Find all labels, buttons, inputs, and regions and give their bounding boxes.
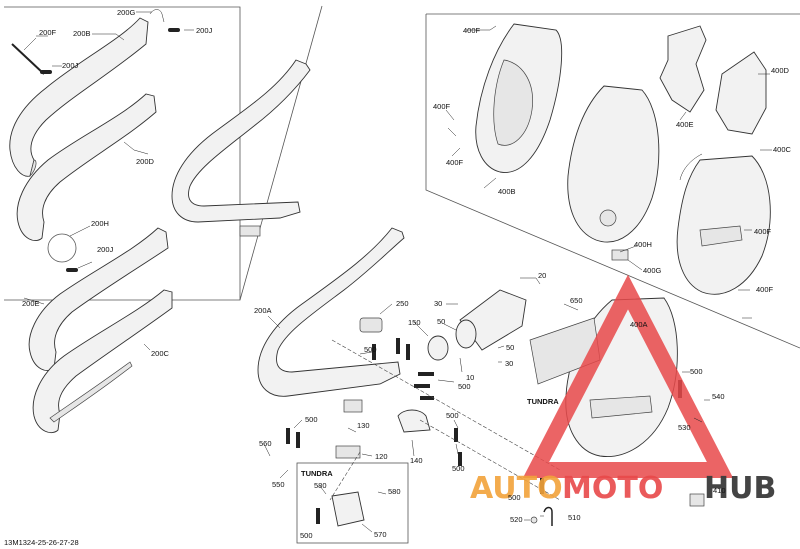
callout-10: 10 [466,373,474,382]
assembly-line-2 [419,419,561,501]
callout-500: 500 [446,411,459,420]
tundra-inset-label: TUNDRA [301,469,333,478]
callout-200b: 200B [73,29,91,38]
callout-410: 410 [713,486,726,495]
callout-200j: 200J [196,26,213,35]
callout-650: 650 [570,296,583,305]
callout-50: 50 [437,317,445,326]
gasket-150 [427,335,449,361]
callout-200a: 200A [254,306,272,315]
clip-510 [543,506,553,526]
callout-200j: 200J [97,245,114,254]
callout-500: 500 [300,531,313,540]
callout-200f: 200F [39,28,57,37]
callout-200j: 200J [62,61,79,70]
heat-shield-400b [475,23,563,173]
callout-400f: 400F [756,285,774,294]
callout-400f: 400F [463,26,481,35]
callout-550: 550 [272,480,285,489]
watermark-logo [522,274,734,478]
spring-200j-a [168,28,180,32]
callout-500: 500 [305,415,318,424]
callout-400f: 400F [433,102,451,111]
callout-400b: 400B [498,187,516,196]
washer-520 [530,516,538,524]
spring-clip-200g [149,9,165,23]
watermark-word-auto: AUTO [470,471,563,506]
callout-150: 150 [408,318,421,327]
callout-400a: 400A [630,320,648,329]
callout-500: 500 [452,464,465,473]
callout-20: 20 [538,271,546,280]
right-panel-frame [425,13,800,349]
callout-540: 540 [712,392,725,401]
pipe-200c [32,289,173,434]
heat-shield-center [567,85,660,243]
callout-200d: 200D [136,157,155,166]
assembly-line-3 [329,451,361,501]
pipe-200b [9,17,149,178]
arrow-400d [679,153,703,181]
callout-400g: 400G [643,266,662,275]
left-panel-frame [4,6,241,301]
callout-50: 50 [506,343,514,352]
callout-120: 120 [375,452,388,461]
callout-200e: 200E [22,299,40,308]
callout-500: 500 [508,493,521,502]
callout-400d: 400D [771,66,790,75]
heat-pad-400e [659,25,707,113]
spring-200j-b [40,70,52,74]
callout-140: 140 [410,456,423,465]
left-panel-diagonal [239,5,323,301]
callout-200h: 200H [91,219,109,228]
callout-580: 580 [314,481,327,490]
callout-570: 570 [374,530,387,539]
callout-580: 580 [388,487,401,496]
callout-250: 250 [396,299,409,308]
callout-500: 500 [458,382,471,391]
tundra-bracket-570 [331,491,365,527]
muffler-bracket-250 [359,317,383,333]
callout-520: 520 [510,515,523,524]
callout-400f: 400F [446,158,464,167]
clamp-200h [47,233,77,263]
callout-500: 500 [364,345,377,354]
callout-400e: 400E [676,120,694,129]
callout-400f: 400F [754,227,772,236]
heat-pad-400d [715,51,767,135]
bracket-120 [335,445,361,459]
diagram-code: 13M1324-25-26-27-28 [4,538,79,547]
callout-30: 30 [434,299,442,308]
tundra-inset-frame [296,462,409,544]
spring-200j-c [66,268,78,272]
callout-200c: 200C [151,349,170,358]
bracket-410 [689,493,705,507]
main-pipe-200a [257,227,405,413]
assembly-line-1 [331,339,561,471]
leader-lines [23,11,772,533]
callout-400c: 400C [773,145,792,154]
heat-shield-400c [676,155,771,295]
pipe-200d [16,93,157,242]
pin-200f [11,43,45,75]
watermark-word-hub: HUB [704,471,776,506]
callout-560: 560 [259,439,272,448]
callout-530: 530 [678,423,691,432]
callout-510: 510 [568,513,581,522]
callout-130: 130 [357,421,370,430]
callout-labels: 200G 200J 200F 200B 200J 200D 200H 200J … [4,8,792,547]
callout-30: 30 [505,359,513,368]
pipe-assembly-top [171,59,311,237]
gasket-140 [397,409,431,433]
callout-500: 500 [690,367,703,376]
callout-400h: 400H [634,240,652,249]
tundra-label: TUNDRA [527,397,559,406]
pipe-200e [28,227,169,372]
callout-200g: 200G [117,8,136,17]
manifold-10 [459,289,527,351]
watermark-word-moto: MOTO [562,471,663,506]
bracket-400g [611,249,629,261]
